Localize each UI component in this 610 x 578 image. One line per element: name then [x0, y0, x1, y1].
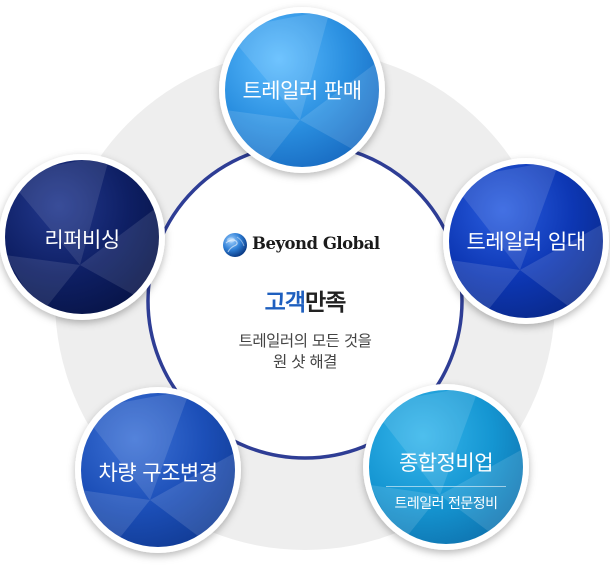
- label-vehicle-modification: 차량 구조변경: [98, 461, 218, 485]
- sublabel-general-maintenance: 트레일러 전문정비: [394, 496, 499, 512]
- bubble-vehicle-modification: [75, 387, 241, 553]
- brand-name: Beyond Global: [252, 234, 380, 253]
- center-description-line2: 원 샷 해결: [273, 353, 337, 371]
- brand-logo: Beyond Global: [222, 230, 392, 262]
- bubble-general-maintenance: [363, 384, 529, 550]
- label-refurbishing: 리퍼비싱: [44, 228, 120, 252]
- center-description-line1: 트레일러의 모든 것을: [238, 332, 372, 350]
- bubble-refurbishing: [0, 154, 165, 320]
- label-trailer-rental: 트레일러 임대: [466, 230, 586, 254]
- globe-icon: [223, 233, 247, 257]
- center-description: 트레일러의 모든 것을 원 샷 해결: [239, 331, 372, 373]
- center-title-rest: 만족: [305, 290, 346, 316]
- center-title-accent: 고객: [264, 290, 306, 316]
- center-title: 고객만족: [264, 283, 347, 317]
- label-general-maintenance: 종합정비업: [398, 451, 494, 475]
- label-trailer-sales: 트레일러 판매: [242, 79, 362, 103]
- general-maintenance-divider: [386, 486, 506, 487]
